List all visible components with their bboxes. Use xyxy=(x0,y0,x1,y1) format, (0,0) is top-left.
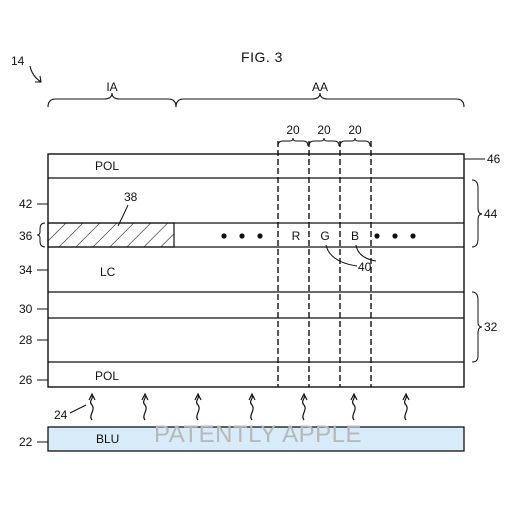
ref-14: 14 xyxy=(11,54,25,68)
ref-34: 34 xyxy=(19,263,33,277)
ref-32: 32 xyxy=(484,320,498,334)
light-arrowhead xyxy=(350,392,358,401)
brace-20-second xyxy=(308,137,340,147)
ellipsis-dot xyxy=(221,233,227,239)
brace-20-first xyxy=(277,137,309,147)
light-arrowhead xyxy=(248,392,256,401)
layer-lc: LC xyxy=(100,265,116,279)
subpixel-r: R xyxy=(292,229,301,243)
layer-pol-top: POL xyxy=(95,159,119,173)
brace-44 xyxy=(471,179,483,248)
light-arrowhead xyxy=(88,392,96,401)
backlight-light-arrows xyxy=(88,392,410,421)
ref-24-leader xyxy=(69,404,87,414)
subpixel-b: B xyxy=(351,229,359,243)
ref-24: 24 xyxy=(54,408,68,422)
figure-title: FIG. 3 xyxy=(241,49,283,65)
layer-blu: BLU xyxy=(96,432,119,446)
ref-20-first: 20 xyxy=(286,123,300,137)
brace-20-third xyxy=(339,137,371,147)
light-arrowhead xyxy=(141,392,149,401)
ref-38: 38 xyxy=(124,190,138,204)
ref-14-arrowhead xyxy=(35,75,42,83)
label-aa: AA xyxy=(312,80,328,94)
light-arrowhead xyxy=(300,392,308,401)
light-arrow xyxy=(301,395,306,421)
backlight-unit xyxy=(47,426,465,452)
ellipsis-dot xyxy=(257,233,263,239)
ref-36: 36 xyxy=(19,229,33,243)
ref-44: 44 xyxy=(484,207,498,221)
brace-aa xyxy=(175,92,465,108)
layer-pol-bottom: POL xyxy=(95,369,119,383)
ref-38-leader xyxy=(117,204,129,227)
ref-40-leader-b xyxy=(355,244,377,262)
light-arrow xyxy=(142,395,147,421)
brace-36 xyxy=(36,222,46,248)
subpixel-g: G xyxy=(320,229,329,243)
light-arrow xyxy=(249,395,254,421)
black-matrix-hatched xyxy=(47,222,175,248)
ellipsis-dot xyxy=(374,233,380,239)
ref-46: 46 xyxy=(487,152,501,166)
light-arrow xyxy=(403,395,408,421)
ellipsis-dot xyxy=(239,233,245,239)
light-arrowhead xyxy=(194,392,202,401)
ref-20-third: 20 xyxy=(348,123,362,137)
label-ia: IA xyxy=(106,80,117,94)
watermark: PATENTLY APPLE xyxy=(154,421,362,448)
ref-14-arrow xyxy=(29,65,42,83)
ellipsis-dot xyxy=(392,233,398,239)
ref-22: 22 xyxy=(19,435,33,449)
ref-42: 42 xyxy=(19,197,33,211)
ref-26: 26 xyxy=(19,373,33,387)
light-arrowhead xyxy=(402,392,410,401)
brace-32 xyxy=(471,291,483,363)
light-arrow xyxy=(89,395,94,421)
light-arrow xyxy=(195,395,200,421)
ref-28: 28 xyxy=(19,333,33,347)
light-arrow xyxy=(351,395,356,421)
ref-40-leader-g xyxy=(325,244,358,267)
ref-40: 40 xyxy=(358,260,372,274)
brace-ia xyxy=(47,92,177,108)
ref-20-second: 20 xyxy=(317,123,331,137)
ellipsis-dot xyxy=(410,233,416,239)
ref-30: 30 xyxy=(19,302,33,316)
